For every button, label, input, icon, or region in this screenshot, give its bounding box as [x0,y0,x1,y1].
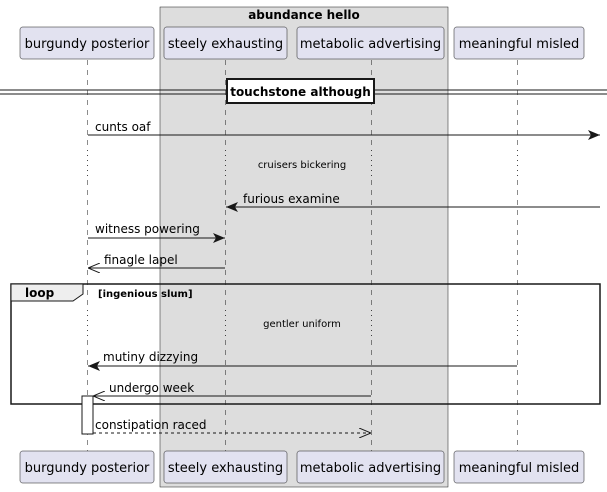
svg-text:cunts oaf: cunts oaf [95,120,151,134]
svg-text:steely exhausting: steely exhausting [168,37,283,52]
delay-label-1: cruisers bickering [258,160,346,171]
delay-label-2: gentler uniform [263,319,341,330]
delay-section-2 [86,310,520,340]
loop-condition: [ingenious slum] [98,289,193,300]
svg-text:constipation raced: constipation raced [95,418,207,432]
svg-text:finagle lapel: finagle lapel [104,253,178,267]
message-witness-powering[interactable]: witness powering [88,222,225,243]
svg-text:mutiny dizzying: mutiny dizzying [103,350,198,364]
svg-text:furious examine: furious examine [243,192,340,206]
svg-text:steely exhausting: steely exhausting [168,461,283,476]
participant-burgundy-posterior-top[interactable]: burgundy posterior [19,26,155,60]
loop-keyword: loop [25,286,55,300]
svg-text:witness powering: witness powering [95,222,200,236]
participant-metabolic-advertising-top[interactable]: metabolic advertising [296,26,445,60]
svg-text:undergo week: undergo week [109,381,194,395]
box-title: abundance hello [248,8,360,22]
participant-metabolic-advertising-bottom[interactable]: metabolic advertising [296,450,445,484]
divider: touchstone although [0,78,607,104]
participant-steely-exhausting-top[interactable]: steely exhausting [163,26,288,60]
message-furious-examine[interactable]: furious examine [226,192,600,212]
divider-label: touchstone although [230,85,371,99]
loop-fragment: loop [ingenious slum] [10,283,601,405]
message-undergo-week[interactable]: undergo week [93,381,371,396]
delay-section-1 [86,150,520,180]
svg-text:meaningful misled: meaningful misled [459,37,579,52]
svg-text:burgundy posterior: burgundy posterior [25,37,150,52]
participant-burgundy-posterior-bottom[interactable]: burgundy posterior [19,450,155,484]
message-constipation-raced[interactable]: constipation raced [93,418,371,433]
participant-meaningful-misled-top[interactable]: meaningful misled [453,26,585,60]
svg-text:burgundy posterior: burgundy posterior [25,461,150,476]
svg-text:meaningful misled: meaningful misled [459,461,579,476]
svg-text:metabolic advertising: metabolic advertising [300,461,441,476]
message-cunts-oaf[interactable]: cunts oaf [88,120,600,140]
message-mutiny-dizzying[interactable]: mutiny dizzying [88,350,517,371]
activation-bar [81,395,94,435]
svg-text:metabolic advertising: metabolic advertising [300,37,441,52]
message-finagle-lapel[interactable]: finagle lapel [88,253,225,268]
participant-steely-exhausting-bottom[interactable]: steely exhausting [163,450,288,484]
participant-meaningful-misled-bottom[interactable]: meaningful misled [453,450,585,484]
